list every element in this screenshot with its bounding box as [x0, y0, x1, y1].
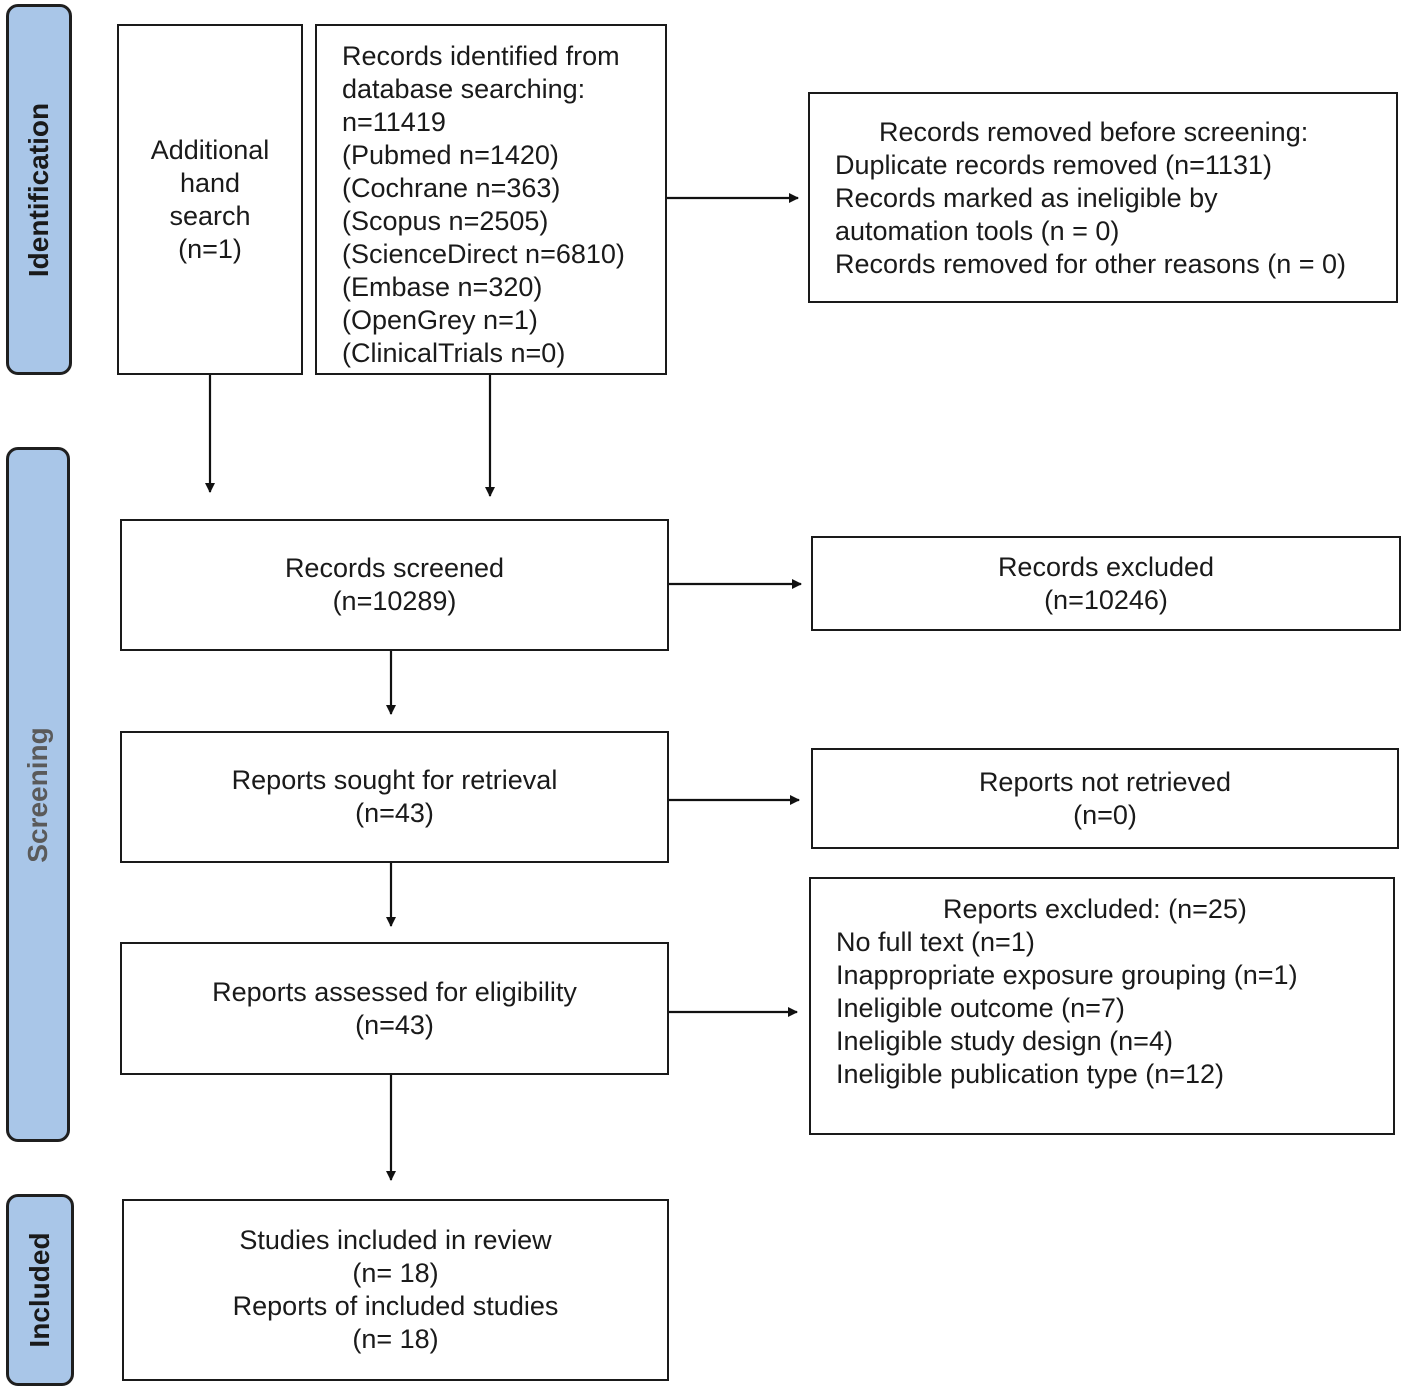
hand-search-box: Additional hand search (n=1) — [117, 24, 303, 375]
reports-excluded-title: Reports excluded: (n=25) — [943, 894, 1247, 924]
reports-excluded-line: Ineligible outcome (n=7) — [836, 993, 1125, 1023]
reports-not-retrieved-count: (n=0) — [1073, 799, 1137, 830]
records-screened-label: Records screened — [284, 553, 505, 583]
studies-included-line: Reports of included studies — [232, 1291, 559, 1321]
hand-search-line: Additional — [150, 134, 270, 165]
reports-excluded-line: Ineligible publication type (n=12) — [836, 1059, 1225, 1089]
database-line: database searching: — [342, 74, 586, 104]
database-line: (Pubmed n=1420) — [342, 140, 559, 170]
reports-sought-label: Reports sought for retrieval — [231, 765, 558, 795]
records-excluded-label: Records excluded — [997, 551, 1215, 582]
reports-assessed-label: Reports assessed for eligibility — [212, 976, 577, 1007]
database-line: (ScienceDirect n=6810) — [342, 239, 625, 269]
reports-sought-count: (n=43) — [355, 798, 434, 828]
records-removed-line: Records removed for other reasons (n = 0… — [835, 249, 1346, 279]
database-records-box: Records identified from database searchi… — [315, 24, 667, 375]
records-removed-line: Duplicate records removed (n=1131) — [835, 150, 1272, 180]
studies-included-line: Studies included in review — [239, 1225, 552, 1255]
studies-included-box: Studies included in review (n= 18) Repor… — [122, 1199, 669, 1381]
studies-included-line: (n= 18) — [352, 1258, 439, 1288]
records-removed-box: Records removed before screening: Duplic… — [808, 92, 1398, 303]
reports-excluded-line: No full text (n=1) — [836, 927, 1035, 957]
records-removed-line: Records marked as ineligible by — [835, 183, 1218, 213]
database-line: (OpenGrey n=1) — [342, 305, 538, 335]
reports-assessed-count: (n=43) — [355, 1009, 434, 1040]
hand-search-line: (n=1) — [178, 233, 242, 264]
database-line: (ClinicalTrials n=0) — [342, 338, 566, 368]
studies-included-line: (n= 18) — [352, 1324, 439, 1354]
records-screened-count: (n=10289) — [332, 586, 457, 616]
records-removed-title: Records removed before screening: — [879, 117, 1309, 147]
database-line: (Cochrane n=363) — [342, 173, 561, 203]
reports-not-retrieved-label: Reports not retrieved — [978, 766, 1232, 797]
reports-sought-box: Reports sought for retrieval (n=43) — [120, 731, 669, 863]
database-line: n=11419 — [342, 107, 446, 137]
hand-search-line: search — [169, 200, 251, 231]
hand-search-line: hand — [179, 167, 241, 198]
reports-not-retrieved-box: Reports not retrieved (n=0) — [811, 748, 1399, 849]
reports-excluded-box: Reports excluded: (n=25) No full text (n… — [809, 877, 1395, 1135]
database-line: (Scopus n=2505) — [342, 206, 549, 236]
reports-excluded-line: Ineligible study design (n=4) — [836, 1026, 1173, 1056]
records-removed-line: automation tools (n = 0) — [835, 216, 1120, 246]
records-excluded-box: Records excluded (n=10246) — [811, 536, 1401, 631]
phase-screening: Screening — [6, 447, 70, 1142]
phase-included: Included — [6, 1194, 74, 1386]
database-line: Records identified from — [342, 41, 620, 71]
records-excluded-count: (n=10246) — [1044, 584, 1168, 615]
records-screened-box: Records screened (n=10289) — [120, 519, 669, 651]
reports-assessed-box: Reports assessed for eligibility (n=43) — [120, 942, 669, 1075]
reports-excluded-line: Inappropriate exposure grouping (n=1) — [836, 960, 1298, 990]
database-line: (Embase n=320) — [342, 272, 543, 302]
phase-identification: Identification — [6, 4, 72, 375]
